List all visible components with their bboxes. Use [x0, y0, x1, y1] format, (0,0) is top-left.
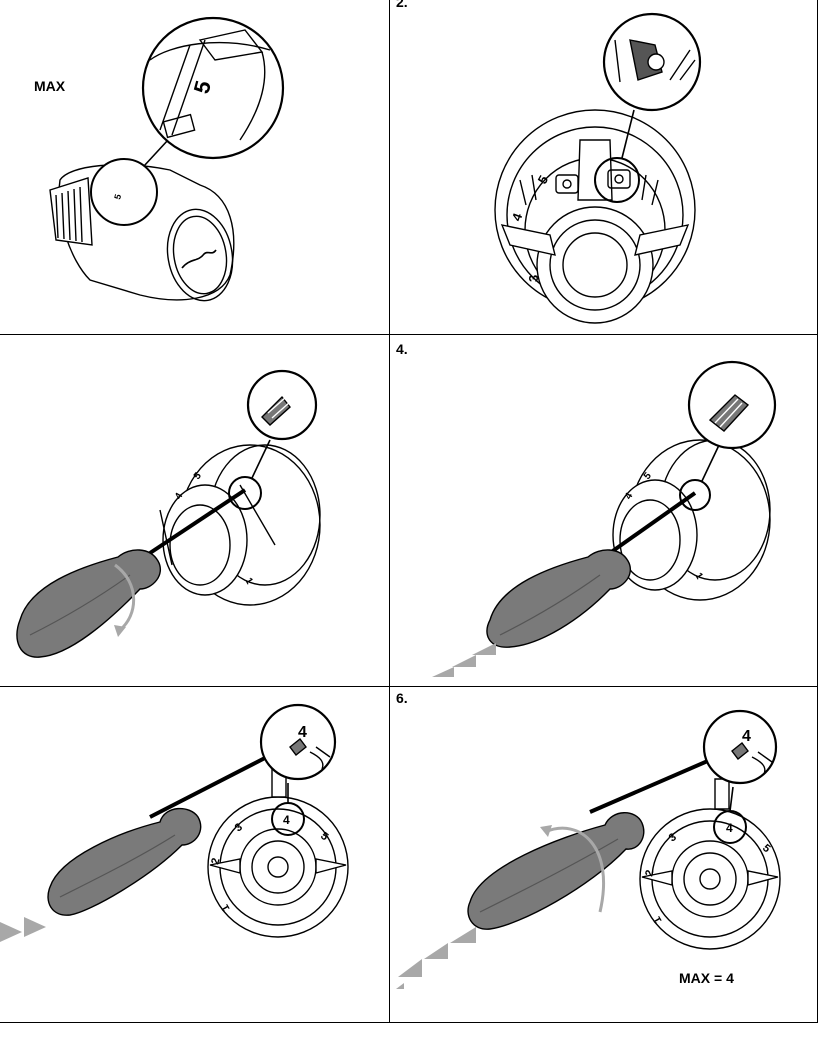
- push-arrows: [432, 643, 496, 677]
- screwdriver-push-illustration: 4 5 1: [390, 335, 817, 686]
- dial-digit-4: 4: [283, 813, 290, 827]
- panel-5: 4 4 3 2 1 5: [0, 687, 389, 1022]
- tighten-and-result-illustration: 4 4 3 2 1 5: [390, 687, 817, 1022]
- divider-bottom: [0, 1022, 818, 1023]
- valve-end-view-illustration: 5 4 3: [390, 0, 817, 334]
- push-arrows: [396, 927, 476, 989]
- screwdriver-loosen-illustration: 4 5 1: [0, 335, 389, 686]
- magnified-dial-digit-4: 4: [742, 728, 751, 745]
- panel-3: 4 5 1: [0, 335, 389, 686]
- panel-2: 2.: [390, 0, 817, 334]
- panel-4: 4. 4 5: [390, 335, 817, 686]
- divider-right-edge: [817, 0, 818, 1022]
- push-arrows: [0, 917, 46, 942]
- panel-1: MAX 5 5: [0, 0, 389, 334]
- set-max-illustration: 4 4 3 2 1 5: [0, 687, 389, 1022]
- dial-digit-3: 3: [526, 275, 541, 282]
- panel-6: 6. MAX = 4: [390, 687, 817, 1022]
- magnified-dial-digit-4: 4: [298, 724, 307, 741]
- dial-digit-4: 4: [726, 821, 733, 835]
- thermostat-head-illustration: 5 5: [0, 0, 389, 334]
